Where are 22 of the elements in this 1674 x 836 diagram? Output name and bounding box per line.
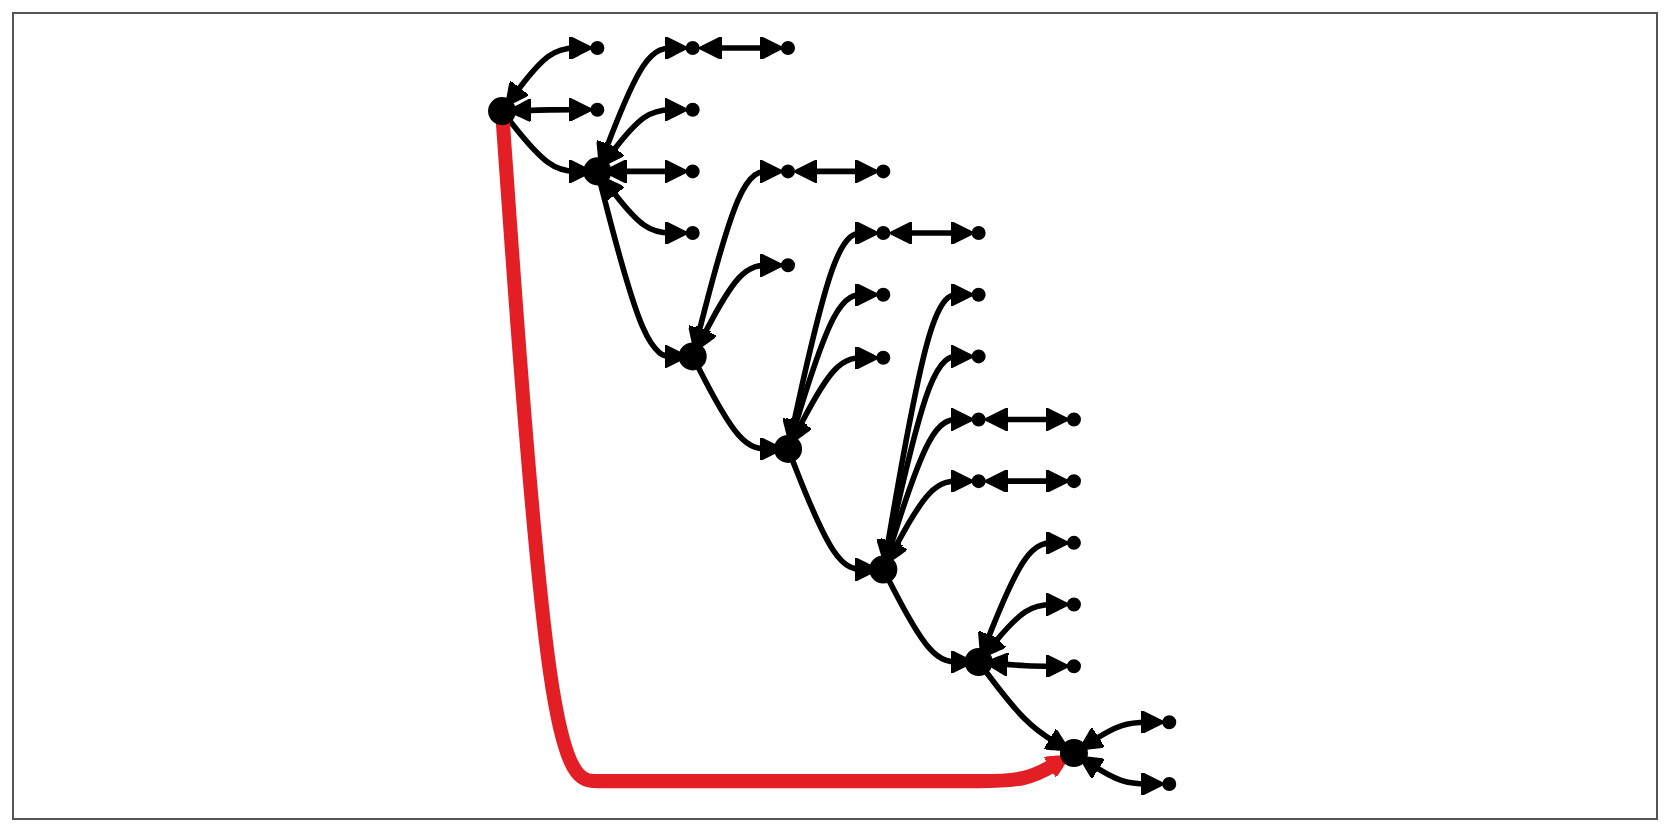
arrow	[977, 530, 1069, 657]
arrow	[792, 159, 879, 184]
arrow	[595, 35, 688, 167]
arrow	[983, 407, 1069, 432]
arrow	[599, 175, 688, 246]
arrow	[784, 282, 879, 444]
arrow	[781, 220, 879, 444]
arrow	[1077, 709, 1165, 751]
arrow	[687, 159, 783, 351]
arrow	[876, 344, 974, 565]
arrow	[595, 176, 688, 369]
arrow	[875, 282, 974, 564]
arrow	[599, 97, 688, 168]
arrow	[1077, 755, 1165, 797]
arrow	[981, 592, 1069, 658]
arrow	[789, 345, 879, 445]
arrow	[888, 220, 974, 246]
arrow	[694, 252, 783, 352]
arrow	[697, 35, 783, 61]
arrow	[504, 35, 593, 107]
arrow	[879, 407, 974, 565]
arrow	[983, 468, 1069, 494]
